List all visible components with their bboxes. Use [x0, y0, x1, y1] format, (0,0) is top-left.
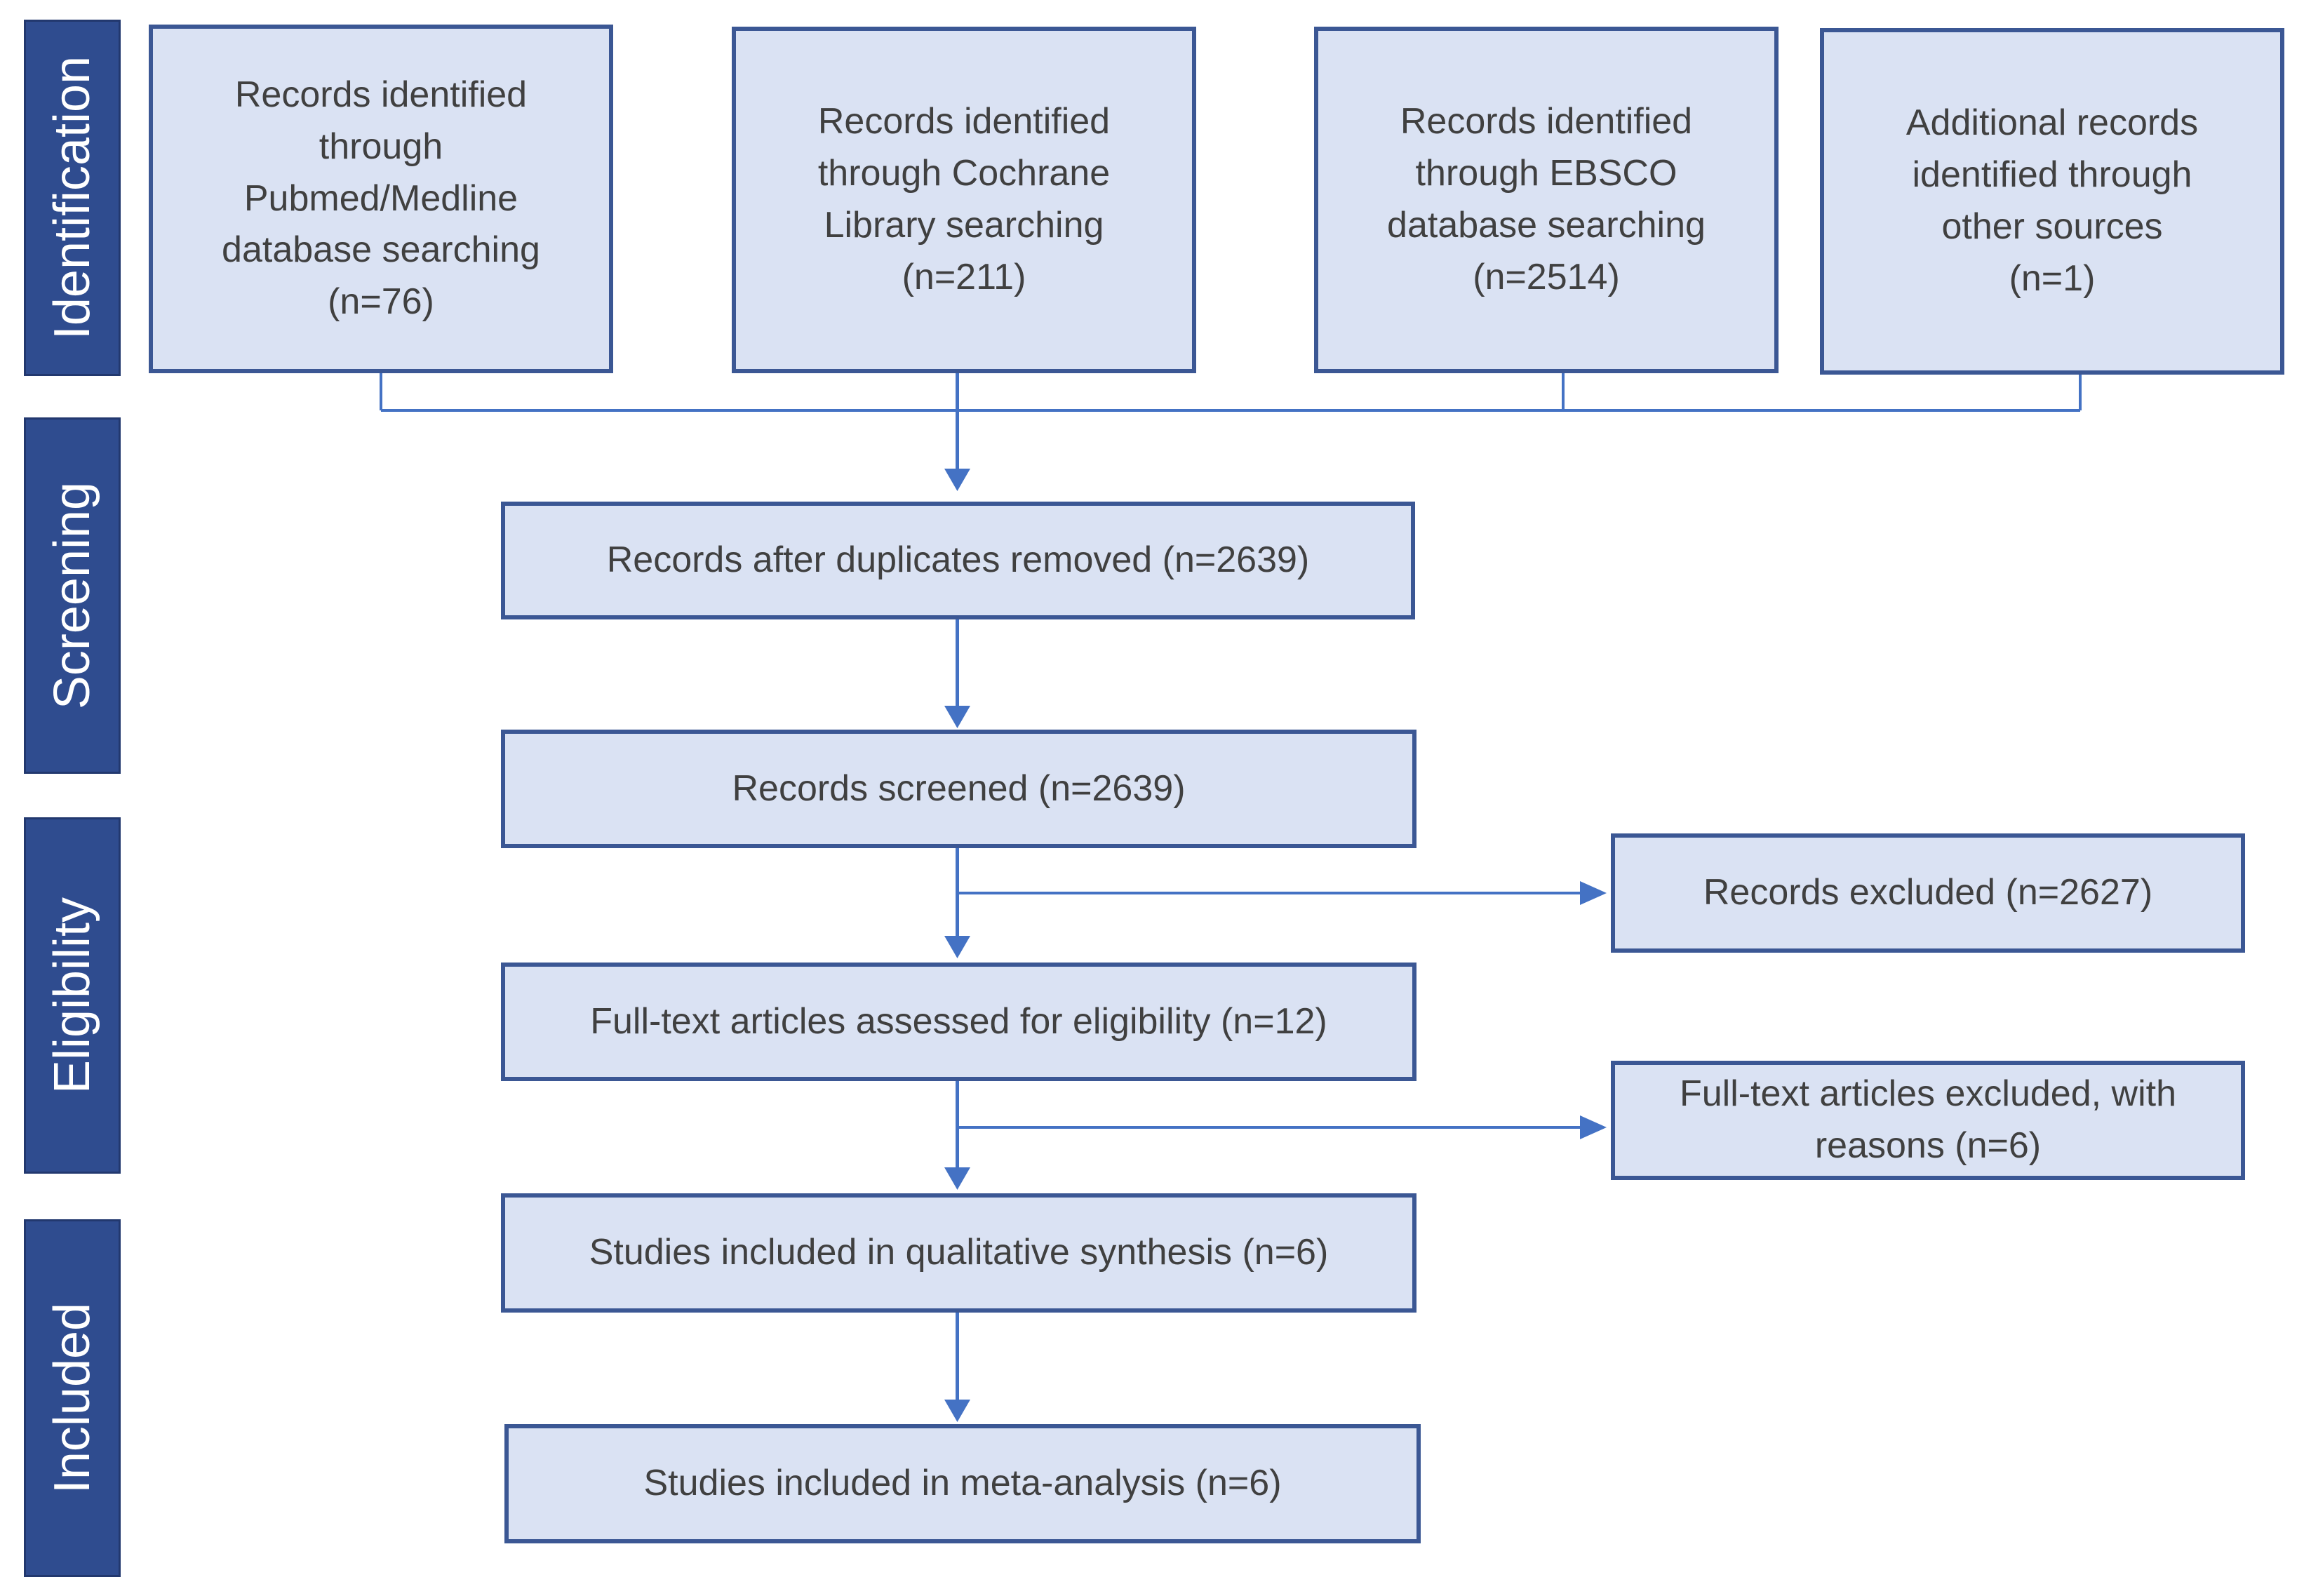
- arrow-to-qualitative-shaft: [956, 1079, 959, 1169]
- arrow-to-excluded-head: [1580, 881, 1607, 905]
- box-qualitative-synthesis-text: Studies included in qualitative synthesi…: [589, 1232, 1329, 1273]
- box-records-excluded-text: Records excluded (n=2627): [1703, 872, 2153, 913]
- arrow-to-meta-head: [944, 1400, 970, 1422]
- box-cochrane-records: Records identified through Cochrane Libr…: [732, 27, 1196, 373]
- arrow-to-excluded-shaft: [958, 892, 1581, 894]
- arrow-to-duplicates-shaft: [956, 372, 959, 470]
- arrow-to-duplicates-head: [944, 469, 970, 491]
- phase-identification-label: Identification: [44, 55, 100, 340]
- arrow-to-fulltext-head: [944, 936, 970, 958]
- box-fulltext-excluded: Full-text articles excluded, with reason…: [1611, 1061, 2245, 1180]
- box-fulltext-assessed: Full-text articles assessed for eligibil…: [501, 963, 1416, 1081]
- box-ebsco-text: Records identified through EBSCO databas…: [1387, 101, 1706, 297]
- phase-included-label: Included: [44, 1302, 100, 1494]
- box-after-duplicates: Records after duplicates removed (n=2639…: [501, 502, 1415, 619]
- arrow-to-screened-head: [944, 706, 970, 728]
- phase-eligibility-label: Eligibility: [44, 897, 100, 1094]
- box-additional-records: Additional records identified through ot…: [1820, 28, 2284, 375]
- phase-eligibility: Eligibility: [24, 817, 121, 1174]
- box-cochrane-text: Records identified through Cochrane Libr…: [817, 101, 1111, 297]
- box-records-screened: Records screened (n=2639): [501, 730, 1416, 848]
- box-fulltext-excluded-text: Full-text articles excluded, with reason…: [1679, 1073, 2177, 1166]
- box-after-duplicates-text: Records after duplicates removed (n=2639…: [606, 539, 1310, 581]
- arrow-to-fulltext-shaft: [956, 846, 959, 937]
- phase-screening-label: Screening: [44, 481, 100, 710]
- box-ebsco-records: Records identified through EBSCO databas…: [1314, 27, 1779, 373]
- box-meta-analysis-text: Studies included in meta-analysis (n=6): [643, 1463, 1282, 1504]
- phase-included: Included: [24, 1219, 121, 1577]
- arrow-to-fulltext-excluded-shaft: [958, 1126, 1581, 1129]
- box-fulltext-assessed-text: Full-text articles assessed for eligibil…: [590, 1000, 1327, 1042]
- arrow-to-fulltext-excluded-head: [1580, 1115, 1607, 1139]
- box-additional-text: Additional records identified through ot…: [1906, 102, 2199, 299]
- box-records-excluded: Records excluded (n=2627): [1611, 833, 2245, 953]
- box-pubmed-records: Records identified through Pubmed/Medlin…: [149, 25, 613, 373]
- arrow-to-screened-shaft: [956, 617, 959, 707]
- arrow-to-qualitative-head: [944, 1167, 970, 1190]
- phase-identification: Identification: [24, 20, 121, 376]
- box-records-screened-text: Records screened (n=2639): [732, 767, 1186, 809]
- box-qualitative-synthesis: Studies included in qualitative synthesi…: [501, 1193, 1416, 1313]
- box-pubmed-text: Records identified through Pubmed/Medlin…: [222, 74, 540, 323]
- box-meta-analysis: Studies included in meta-analysis (n=6): [504, 1424, 1421, 1543]
- arrow-to-meta-shaft: [956, 1310, 959, 1401]
- phase-screening: Screening: [24, 417, 121, 774]
